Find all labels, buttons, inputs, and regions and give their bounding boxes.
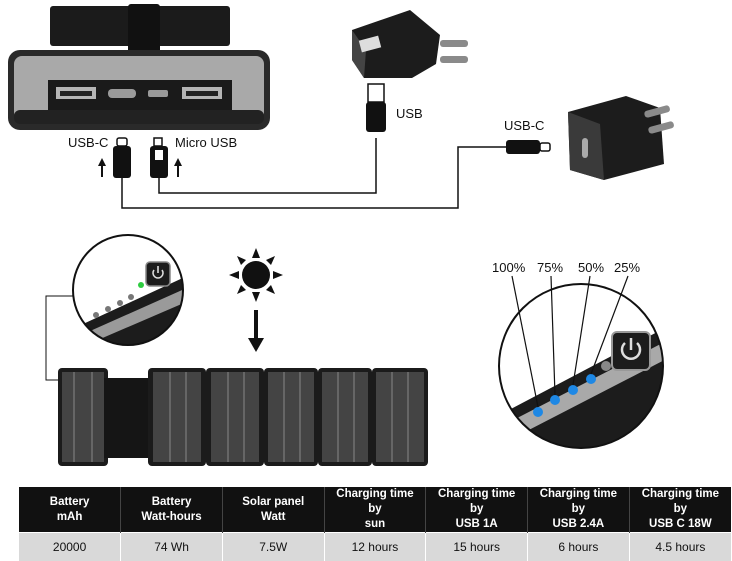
cell-time-usb-1a: 15 hours <box>426 533 528 561</box>
cell-solar-watt: 7.5W <box>222 533 324 561</box>
table-row: 20000 74 Wh 7.5W 12 hours 15 hours 6 hou… <box>19 533 731 561</box>
zoom-leader-line <box>46 296 76 380</box>
usb-c-cable-label: USB-C <box>504 118 544 133</box>
usb-a-plug-icon <box>366 84 386 132</box>
cell-time-sun: 12 hours <box>324 533 426 561</box>
cell-time-usb-24a: 6 hours <box>528 533 630 561</box>
led-label-100: 100% <box>492 260 526 275</box>
cell-time-usb-c-18w: 4.5 hours <box>629 533 731 561</box>
usb-a-port-left <box>56 87 96 99</box>
usb-a-port-right <box>182 87 222 99</box>
led-label-75: 75% <box>537 260 563 275</box>
micro-usb-label: Micro USB <box>175 135 237 150</box>
usb-c-port <box>108 89 136 98</box>
cell-battery-wh: 74 Wh <box>121 533 223 561</box>
usb-c-cable-plug-icon <box>506 140 550 154</box>
sun-icon <box>229 248 283 302</box>
cell-battery-mah: 20000 <box>19 533 121 561</box>
micro-usb-plug-icon <box>150 138 168 178</box>
wall-charger-usb-c-icon <box>568 96 675 180</box>
wall-charger-usb-icon <box>352 10 468 78</box>
charging-diagram: USB-C Micro USB USB USB-C <box>0 0 732 480</box>
micro-usb-port <box>148 90 168 97</box>
usb-label: USB <box>396 106 423 121</box>
solar-panel <box>58 368 428 466</box>
power-bank <box>8 4 270 130</box>
usb-c-plug-icon <box>113 138 131 178</box>
arrow-down-icon <box>248 310 264 352</box>
led-label-50: 50% <box>578 260 604 275</box>
zoom-circle-small <box>70 235 200 360</box>
led-label-25: 25% <box>614 260 640 275</box>
usb-c-port-label: USB-C <box>68 135 108 150</box>
arrow-up-icon <box>98 158 182 177</box>
